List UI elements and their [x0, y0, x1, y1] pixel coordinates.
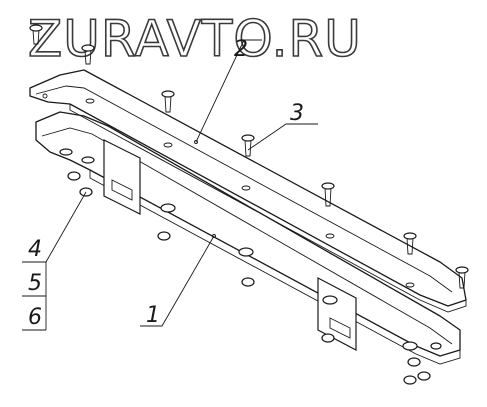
callout-6: 6	[28, 305, 42, 330]
bolt	[321, 182, 335, 207]
upper-bar	[29, 69, 467, 313]
callout-5: 5	[28, 271, 42, 296]
callout-3: 3	[290, 101, 304, 126]
callout-1: 1	[146, 303, 160, 328]
bolt	[81, 44, 95, 65]
bolt	[241, 134, 255, 157]
upper-bar-holes	[85, 98, 415, 288]
washers-nuts	[59, 148, 442, 385]
bolt	[29, 24, 43, 45]
bolt	[161, 90, 175, 113]
bolts	[29, 24, 469, 289]
leader-lines	[22, 39, 318, 331]
callout-4: 4	[28, 237, 42, 262]
bolt	[403, 232, 417, 255]
watermark-logo: ZURAVTO.RU	[28, 10, 362, 68]
bolt	[455, 266, 469, 289]
callout-2: 2	[234, 37, 248, 62]
